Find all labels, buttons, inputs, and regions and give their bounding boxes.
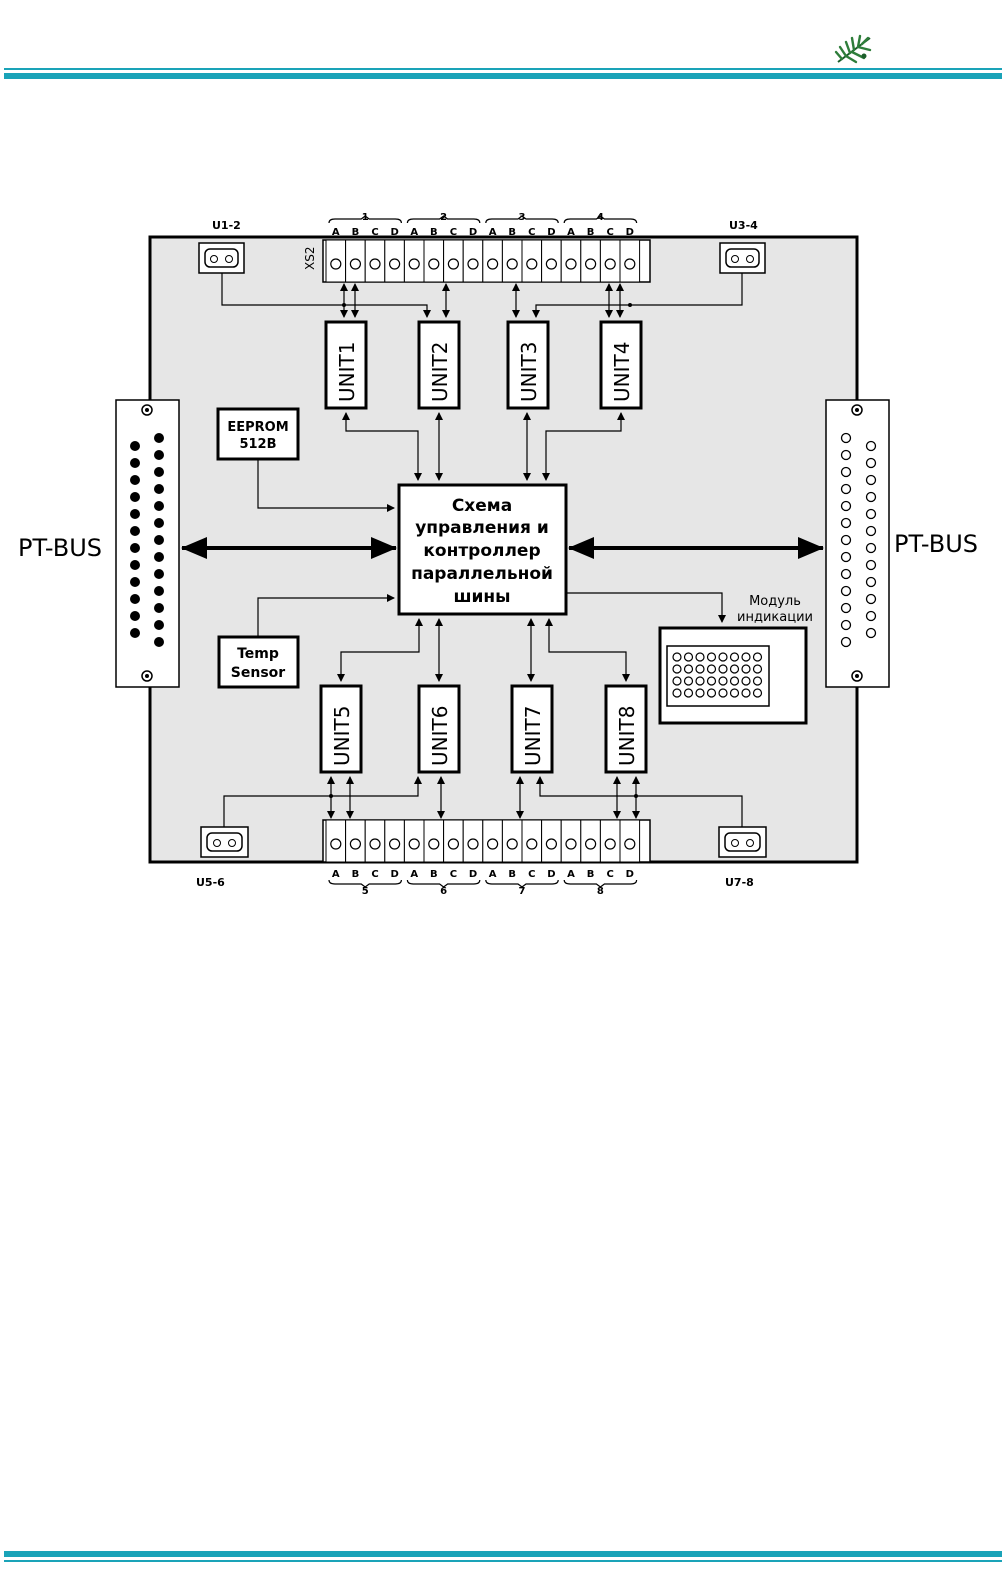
temp-line2: Sensor: [231, 665, 285, 681]
pin-letter: D: [390, 227, 398, 238]
pin-letter: B: [508, 869, 516, 880]
pin-letter: A: [410, 227, 418, 238]
pin-letter: B: [508, 227, 516, 238]
pin-letter: A: [410, 869, 418, 880]
pin-letter: D: [469, 869, 477, 880]
indicator-line2: индикации: [737, 610, 813, 625]
pin-letter: C: [528, 227, 535, 238]
temp-sensor-block: Temp Sensor: [219, 637, 298, 687]
power-label-u1-2: U1-2: [212, 219, 241, 232]
pin-letter: D: [547, 869, 555, 880]
pin-letter: A: [567, 227, 575, 238]
pin-letter: A: [332, 869, 340, 880]
controller-line2: управления и: [415, 518, 549, 538]
pin-letter: A: [332, 227, 340, 238]
unit8-label: UNIT8: [615, 706, 639, 766]
pin-letter: C: [371, 869, 378, 880]
pin-letter: D: [390, 869, 398, 880]
pin-letter: B: [352, 869, 360, 880]
pin-letter: B: [352, 227, 360, 238]
pin-letter: D: [547, 227, 555, 238]
unit2-label: UNIT2: [428, 342, 452, 402]
unit5-label: UNIT5: [330, 706, 354, 766]
indicator-module: [660, 628, 806, 723]
unit3-label: UNIT3: [517, 342, 541, 402]
pin-group-label: 2: [440, 212, 447, 223]
unit4-label: UNIT4: [610, 342, 634, 402]
unit2-block: UNIT2: [419, 322, 459, 408]
power-connector-bottom-left: [201, 827, 248, 857]
unit6-block: UNIT6: [419, 686, 459, 772]
unit7-block: UNIT7: [512, 686, 552, 772]
power-connector-top-right: [720, 243, 765, 273]
eeprom-line1: EEPROM: [227, 420, 288, 435]
power-connector-bottom-right: [719, 827, 766, 857]
pin-letter: B: [587, 227, 595, 238]
controller-line4: параллельной: [411, 564, 553, 584]
unit5-block: UNIT5: [321, 686, 361, 772]
unit7-label: UNIT7: [521, 706, 545, 766]
pin-group-label: 6: [440, 886, 447, 897]
unit6-label: UNIT6: [428, 706, 452, 766]
pin-group-label: 7: [519, 886, 526, 897]
eeprom-block: EEPROM 512B: [218, 409, 298, 459]
pin-letter: D: [469, 227, 477, 238]
power-label-u7-8: U7-8: [725, 876, 754, 889]
unit1-block: UNIT1: [326, 322, 366, 408]
pin-letter: D: [626, 869, 634, 880]
pin-letter: C: [450, 869, 457, 880]
controller-line1: Схема: [452, 496, 512, 516]
controller-line5: шины: [453, 587, 510, 607]
pin-letter: A: [567, 869, 575, 880]
pin-letter: B: [587, 869, 595, 880]
terminal-block-top: [323, 240, 650, 282]
power-label-u3-4: U3-4: [729, 219, 758, 232]
pin-letter: B: [430, 227, 438, 238]
db25-connector-left: [116, 400, 179, 687]
connector-xs2-label: XS2: [303, 247, 317, 270]
controller-block: Схема управления и контроллер параллельн…: [399, 485, 566, 614]
temp-line1: Temp: [237, 646, 279, 662]
pin-letter: A: [489, 869, 497, 880]
power-label-u5-6: U5-6: [196, 876, 225, 889]
power-connector-top-left: [199, 243, 244, 273]
pin-letter: C: [371, 227, 378, 238]
eeprom-line2: 512B: [239, 437, 276, 452]
pin-letter: D: [626, 227, 634, 238]
pin-letter: A: [489, 227, 497, 238]
pin-letter: C: [450, 227, 457, 238]
unit8-block: UNIT8: [606, 686, 646, 772]
pin-letter: C: [607, 227, 614, 238]
terminal-block-bottom: [323, 820, 650, 862]
pin-group-label: 3: [519, 212, 526, 223]
pin-letter: B: [430, 869, 438, 880]
pin-letter: C: [607, 869, 614, 880]
pin-letter: C: [528, 869, 535, 880]
db25-connector-right: [826, 400, 889, 687]
bus-right-label: PT-BUS: [894, 530, 978, 558]
bus-left-label: PT-BUS: [18, 534, 102, 562]
pin-group-label: 1: [362, 212, 369, 223]
unit1-label: UNIT1: [335, 342, 359, 402]
unit3-block: UNIT3: [508, 322, 548, 408]
pin-group-label: 4: [597, 212, 604, 223]
unit4-block: UNIT4: [601, 322, 641, 408]
pin-group-label: 5: [362, 886, 369, 897]
pin-group-label: 8: [597, 886, 604, 897]
controller-line3: контроллер: [423, 541, 540, 561]
indicator-line1: Модуль: [749, 594, 801, 609]
